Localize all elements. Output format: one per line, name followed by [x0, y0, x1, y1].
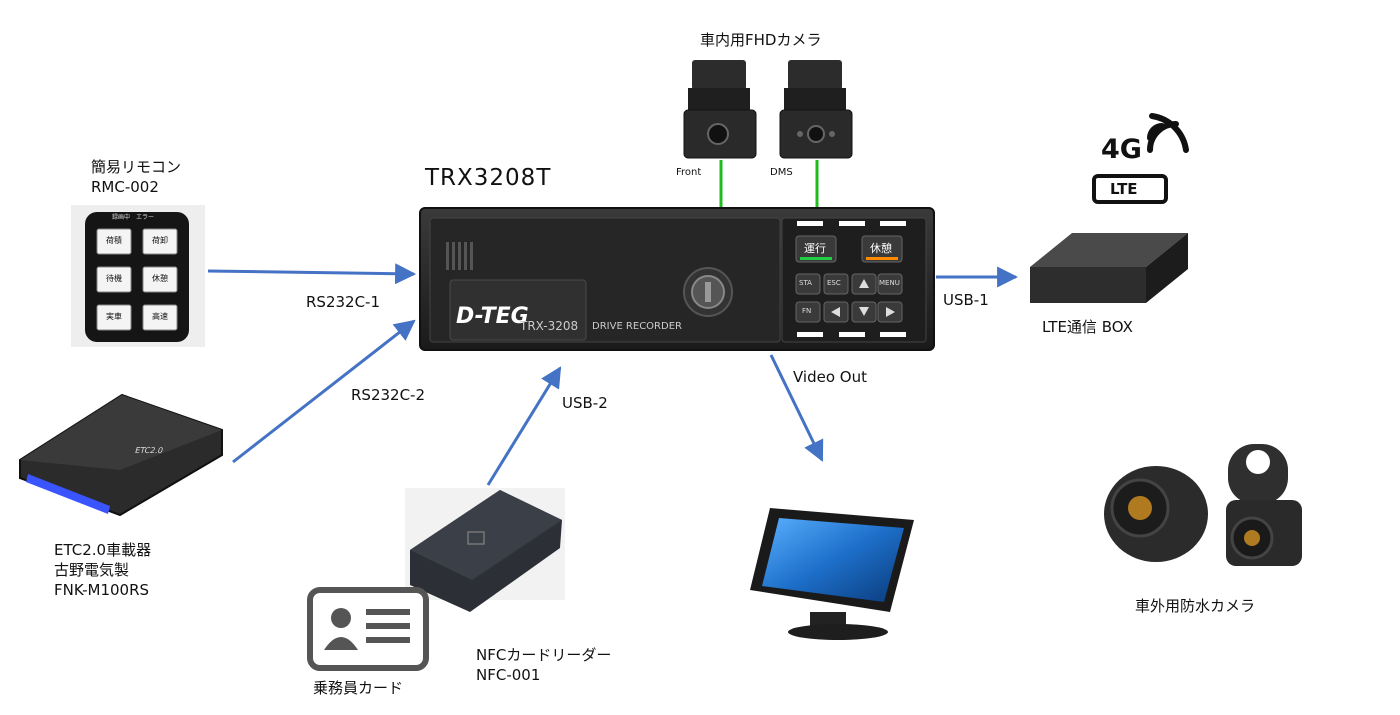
etc-line-3: FNK-M100RS [54, 581, 150, 599]
lte-badge-4g: 4G [1101, 134, 1142, 165]
front-camera-device [683, 60, 757, 159]
crew-card-icon [307, 587, 429, 671]
etc-logo: ETC2.0 [133, 446, 165, 455]
arrow-rs232c-2 [232, 319, 416, 464]
outdoor-camera-label: 車外用防水カメラ [1135, 597, 1256, 615]
remote-device [71, 205, 205, 347]
small-button-grid [795, 273, 903, 323]
arrow-video-out [769, 354, 824, 462]
etc-device [19, 393, 223, 517]
usb-1-label: USB-1 [943, 291, 989, 309]
lte-badge-lte: LTE [1110, 180, 1138, 198]
nfc-label: NFCカードリーダー NFC-001 [476, 645, 611, 685]
remote-top-labels: 録画中 エラー [112, 214, 155, 221]
connection-lines [207, 160, 1019, 486]
crew-card-label: 乗務員カード [313, 679, 404, 697]
front-camera-label: Front [676, 167, 702, 178]
remote-name: 簡易リモコン [91, 158, 182, 176]
arrow-usb-2 [486, 366, 562, 486]
dms-camera-label: DMS [770, 167, 793, 178]
unko-button-label: 運行 [804, 242, 826, 255]
dteg-logo: D-TEG [456, 304, 529, 329]
esc-button-label: ESC [827, 279, 841, 287]
remote-label: 簡易リモコン RMC-002 [91, 157, 181, 197]
nfc-name: NFCカードリーダー [476, 646, 612, 664]
panel-led-strips [797, 221, 906, 337]
menu-button-label: MENU [879, 279, 900, 287]
etc-line-1: ETC2.0車載器 [54, 541, 152, 559]
speaker-grille [446, 242, 473, 270]
sta-button-label: STA [799, 279, 812, 287]
panel-model-label: TRX-3208 [520, 319, 579, 333]
lte-badge-frame [1092, 174, 1168, 204]
remote-key-2: 荷卸 [152, 236, 168, 245]
nfc-model: NFC-001 [476, 666, 541, 684]
monitor-device [750, 508, 914, 640]
usb-2-label: USB-2 [562, 394, 608, 412]
signal-icon [1147, 113, 1189, 153]
main-unit-title: TRX3208T [425, 165, 552, 191]
remote-key-5: 実車 [106, 312, 122, 321]
rs232c-2-label: RS232C-2 [351, 386, 426, 404]
remote-key-6: 高速 [152, 312, 168, 321]
kyukei-button-label: 休憩 [870, 242, 892, 255]
outdoor-camera-device [1104, 444, 1302, 566]
video-out-label: Video Out [793, 368, 867, 386]
remote-key-3: 待機 [106, 274, 122, 283]
etc-label: ETC2.0車載器 古野電気製 FNK-M100RS [54, 540, 151, 600]
remote-key-1: 荷積 [106, 236, 122, 245]
panel-caption: DRIVE RECORDER [592, 321, 682, 332]
dms-camera-device [779, 60, 853, 159]
nfc-reader-device [405, 488, 565, 612]
etc-line-2: 古野電気製 [54, 561, 130, 579]
lte-box-device [1030, 233, 1188, 303]
cabin-camera-title: 車内用FHDカメラ [700, 31, 822, 49]
remote-model: RMC-002 [91, 178, 159, 196]
remote-key-4: 休憩 [152, 274, 168, 283]
fn-button-label: FN [802, 307, 812, 315]
rs232c-1-label: RS232C-1 [306, 293, 381, 311]
arrow-rs232c-1 [207, 263, 417, 285]
arrow-key-glyphs [831, 279, 895, 317]
lte-box-label: LTE通信 BOX [1042, 318, 1133, 336]
main-unit-device [419, 207, 935, 351]
